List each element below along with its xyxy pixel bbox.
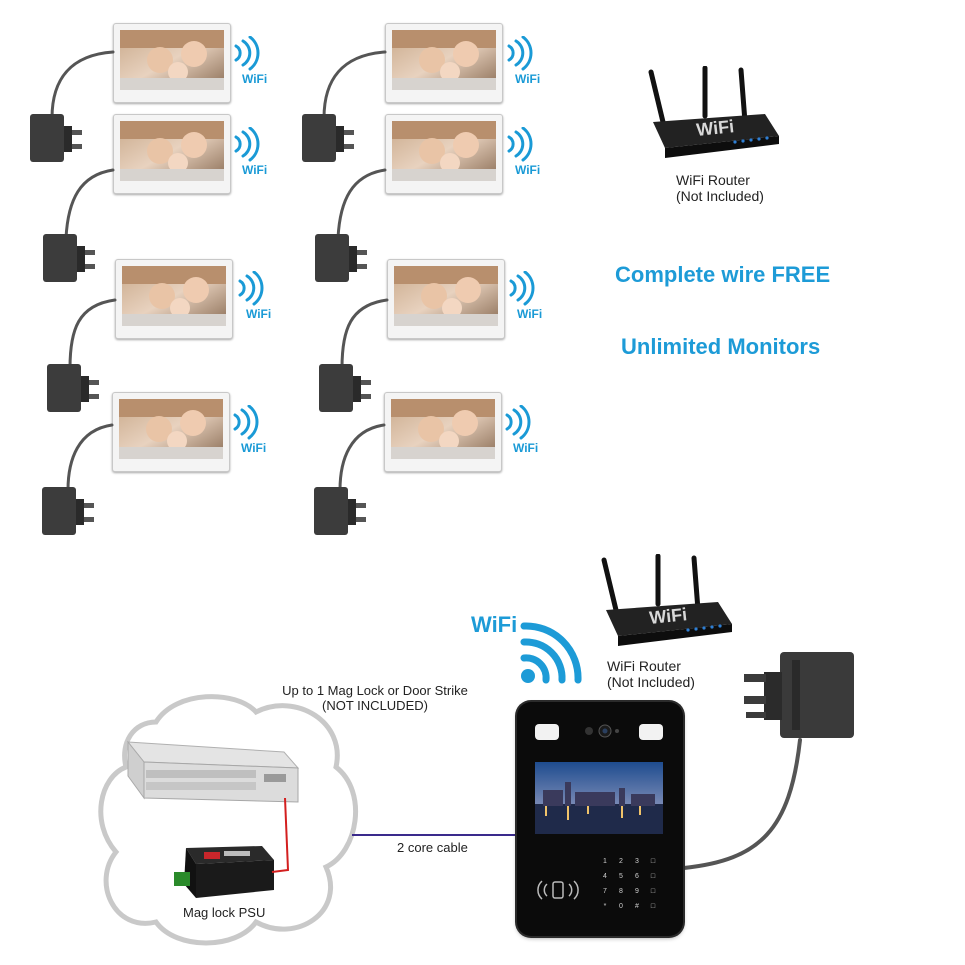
keypad-key[interactable]: *	[603, 903, 607, 910]
monitor-wifi-icon: WiFi	[231, 404, 271, 455]
bottom-wifi-label: WiFi	[471, 612, 518, 637]
wifi-label: WiFi	[515, 72, 541, 86]
monitor-wifi-icon: WiFi	[505, 126, 545, 177]
keypad-key[interactable]: #	[635, 903, 639, 910]
power-adapter-icon	[30, 114, 82, 162]
monitor-wifi-icon: WiFi	[505, 35, 545, 86]
power-cables	[50, 50, 389, 492]
wifi-label: WiFi	[242, 163, 268, 177]
power-adapter-icon	[319, 364, 371, 412]
monitor-5	[385, 23, 503, 103]
router-icon-bottom: WiFi	[601, 554, 732, 646]
power-adapter-icon	[47, 364, 99, 412]
router-label-line2: (Not Included)	[676, 188, 764, 204]
keypad-key[interactable]: 2	[619, 858, 623, 865]
wifi-label: WiFi	[513, 441, 539, 455]
power-adapter-icon	[42, 487, 94, 535]
keypad-key[interactable]: 7	[603, 888, 607, 895]
mag-lock-note-line2: (NOT INCLUDED)	[322, 698, 428, 713]
monitor-4	[112, 392, 230, 472]
wifi-label: WiFi	[241, 441, 267, 455]
door-station-screen	[535, 762, 663, 834]
keypad-key[interactable]: 4	[603, 873, 607, 880]
mag-lock-icon	[126, 740, 300, 803]
door-station-light-right	[639, 724, 663, 740]
keypad-key[interactable]: 1	[603, 858, 607, 865]
monitor-2	[113, 114, 231, 194]
keypad-key[interactable]: 5	[619, 873, 623, 880]
router-badge-text: WiFi	[648, 604, 688, 628]
keypad-function-icon[interactable]: □	[650, 903, 656, 910]
keypad-function-icon[interactable]: □	[650, 888, 656, 895]
power-adapter-icon	[315, 234, 367, 282]
camera-icon	[581, 724, 621, 738]
monitor-wifi-icon: WiFi	[232, 126, 272, 177]
router-label-line1: WiFi Router	[676, 172, 750, 188]
keypad-function-icon[interactable]: □	[650, 873, 656, 880]
psu-icon	[174, 846, 274, 898]
router-top-label: WiFi Router (Not Included)	[676, 172, 764, 204]
monitor-wifi-icon: WiFi	[232, 35, 272, 86]
power-adapter-icon	[43, 234, 95, 282]
headline-unlimited-monitors: Unlimited Monitors	[621, 334, 821, 359]
monitor-7	[387, 259, 505, 339]
router-label-line1: WiFi Router	[607, 658, 681, 674]
keypad-key[interactable]: 6	[635, 873, 639, 880]
router-badge-text: WiFi	[695, 116, 735, 140]
monitor-3	[115, 259, 233, 339]
mag-lock-note-line1: Up to 1 Mag Lock or Door Strike	[282, 683, 468, 698]
wifi-label: WiFi	[515, 163, 541, 177]
keypad-key[interactable]: 9	[635, 888, 639, 895]
rfid-icon	[535, 878, 581, 902]
keypad-key[interactable]: 8	[619, 888, 623, 895]
power-adapter-icon	[314, 487, 366, 535]
router-bottom-label: WiFi Router (Not Included)	[607, 658, 695, 690]
cable-label: 2 core cable	[397, 840, 468, 855]
wifi-label: WiFi	[242, 72, 268, 86]
psu-label: Mag lock PSU	[183, 905, 266, 920]
headline-wire-free: Complete wire FREE	[615, 262, 831, 287]
monitor-wifi-icon: WiFi	[236, 270, 276, 321]
wifi-label: WiFi	[517, 307, 543, 321]
keypad-key[interactable]: 3	[635, 858, 639, 865]
monitor-wifi-icon: WiFi	[503, 404, 543, 455]
power-adapter-icon	[744, 652, 854, 738]
router-icon: WiFi	[648, 66, 779, 158]
wifi-label: WiFi	[246, 307, 272, 321]
keypad: 1 2 3 □ 4 5 6 □ 7 8 9 □ * 0 # □	[597, 854, 663, 916]
keypad-function-icon[interactable]: □	[650, 858, 656, 865]
mag-lock-note: Up to 1 Mag Lock or Door Strike (NOT INC…	[270, 683, 480, 713]
door-station: 1 2 3 □ 4 5 6 □ 7 8 9 □ * 0 # □	[517, 702, 683, 936]
keypad-key[interactable]: 0	[619, 903, 623, 910]
door-station-light-left	[535, 724, 559, 740]
monitor-wifi-icon: WiFi	[507, 270, 547, 321]
monitor-8	[384, 392, 502, 472]
monitor-1	[113, 23, 231, 103]
monitor-6	[385, 114, 503, 194]
router-label-line2: (Not Included)	[607, 674, 695, 690]
power-adapter-icon	[302, 114, 354, 162]
wifi-signal-icon	[520, 622, 582, 684]
